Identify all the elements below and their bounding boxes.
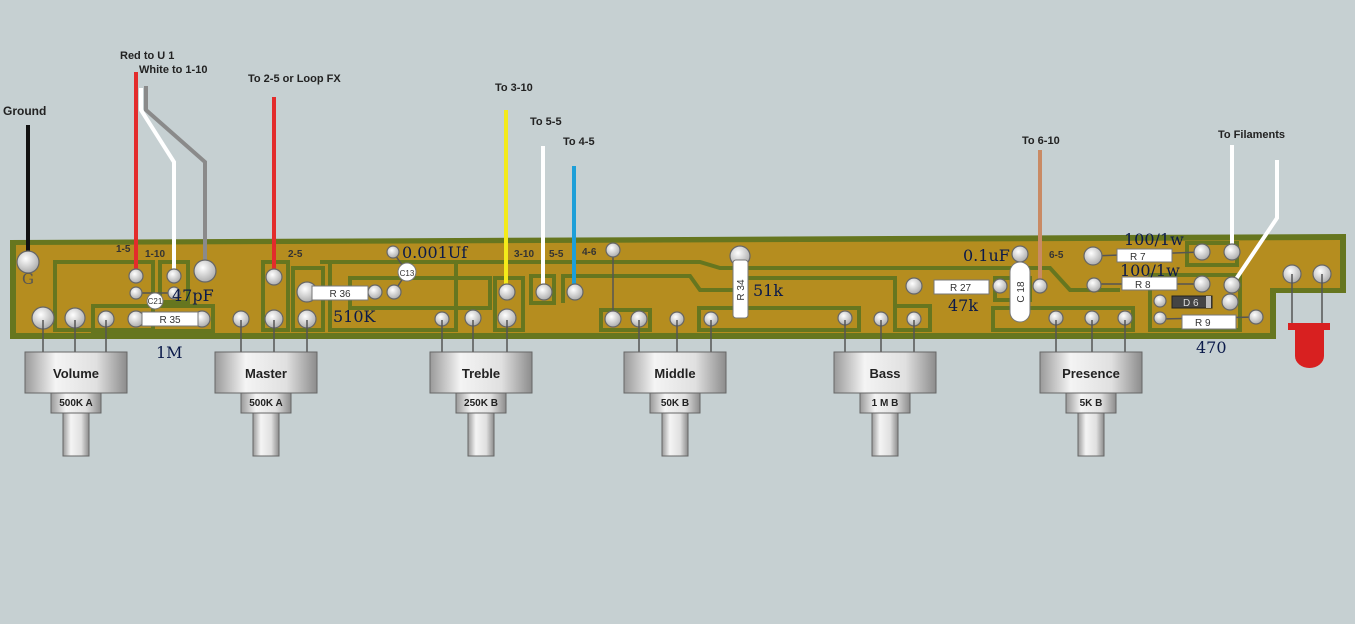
pot-treble[interactable]: Treble 250K B	[429, 320, 533, 457]
board-label-5-5: 5-5	[549, 249, 564, 260]
pot-shaft[interactable]	[1077, 411, 1105, 457]
value-c13: 0.001Uf	[402, 243, 468, 262]
pot-shaft[interactable]	[661, 411, 689, 457]
resistor-r34: R 34	[732, 259, 749, 319]
value-r35: 1M	[156, 343, 183, 362]
board-label-2-5: 2-5	[288, 249, 303, 260]
pot-value: 500K A	[59, 398, 93, 409]
svg-text:R 8: R 8	[1135, 280, 1151, 291]
label-to-2-5: To 2-5 or Loop FX	[248, 73, 341, 85]
pot-body	[623, 351, 727, 394]
pot-body	[1039, 351, 1143, 394]
board-label-3-10: 3-10	[514, 249, 534, 260]
components: R 35 R 36 R 34 R 27 R 7 R 8 R 9 D 6 C 18…	[141, 248, 1237, 330]
svg-text:R 27: R 27	[950, 283, 972, 294]
value-r7: 100/1w	[1124, 230, 1184, 249]
circuit-board	[10, 234, 1346, 339]
pot-middle[interactable]: Middle 50K B	[623, 320, 727, 457]
pot-shaft[interactable]	[467, 411, 495, 457]
pot-volume[interactable]: Volume 500K A	[24, 320, 128, 457]
label-to-4-5: To 4-5	[563, 136, 595, 148]
pot-value: 1 M B	[872, 398, 899, 409]
label-to-6-10: To 6-10	[1022, 135, 1060, 147]
pot-body	[429, 351, 533, 394]
board-label-1-10: 1-10	[145, 249, 165, 260]
pot-value: 250K B	[464, 398, 498, 409]
board-label-4-6: 4-6	[582, 247, 597, 258]
white-wire-filament-2	[1230, 160, 1279, 287]
value-r27: 47k	[948, 296, 978, 315]
pot-value: 50K B	[661, 398, 689, 409]
capacitor-c18: C 18	[1009, 261, 1031, 323]
svg-text:R 7: R 7	[1130, 252, 1146, 263]
pot-body	[833, 351, 937, 394]
label-to-5-5: To 5-5	[530, 116, 562, 128]
svg-text:C21: C21	[148, 297, 163, 306]
pot-name: Bass	[869, 366, 900, 381]
resistor-r7: R 7	[1116, 248, 1173, 263]
pot-presence[interactable]: Presence 5K B	[1039, 320, 1143, 457]
pads	[16, 242, 1332, 330]
resistor-r9: R 9	[1181, 314, 1237, 330]
pot-shaft[interactable]	[252, 411, 280, 457]
pot-name: Treble	[462, 366, 500, 381]
pot-value: 500K A	[249, 398, 283, 409]
board-label-g: G	[22, 270, 34, 288]
resistor-r36: R 36	[311, 285, 369, 301]
led	[1288, 274, 1330, 368]
pot-value: 5K B	[1080, 398, 1103, 409]
potentiometers: Volume 500K A Master 500K A Treble 250K B Midd…	[24, 320, 1143, 457]
pot-name: Master	[245, 366, 287, 381]
pot-bass[interactable]: Bass 1 M B	[833, 320, 937, 457]
resistor-r8: R 8	[1121, 276, 1178, 291]
pot-name: Volume	[53, 366, 99, 381]
board-label-1-5: 1-5	[116, 244, 131, 255]
value-r36: 510K	[333, 307, 377, 326]
gray-wire	[144, 86, 207, 270]
pot-name: Middle	[654, 366, 695, 381]
capacitor-c21: C21	[146, 292, 164, 310]
white-wire-1-10	[139, 88, 176, 276]
value-r9: 470	[1196, 338, 1227, 357]
label-ground: Ground	[3, 104, 46, 118]
diode-d6: D 6	[1171, 295, 1213, 309]
label-white-to-1-10: White to 1-10	[139, 64, 207, 76]
pot-master[interactable]: Master 500K A	[214, 320, 318, 457]
board-label-6-5: 6-5	[1049, 250, 1064, 261]
svg-text:R 36: R 36	[329, 289, 351, 300]
pot-body	[24, 351, 128, 394]
label-to-3-10: To 3-10	[495, 82, 533, 94]
svg-text:C13: C13	[400, 269, 415, 278]
svg-text:R 35: R 35	[159, 315, 181, 326]
label-red-to-u1: Red to U 1	[120, 50, 174, 62]
value-r34: 51k	[753, 281, 783, 300]
pot-shaft[interactable]	[62, 411, 90, 457]
svg-text:C 18: C 18	[1016, 281, 1027, 303]
value-r8: 100/1w	[1120, 261, 1180, 280]
pot-body	[214, 351, 318, 394]
pot-shaft[interactable]	[871, 411, 899, 457]
capacitor-c13: C13	[397, 262, 417, 282]
svg-text:R 34: R 34	[736, 279, 747, 301]
wires	[26, 72, 1279, 292]
value-c18: 0.1uF	[963, 246, 1010, 265]
value-c21: 47pF	[172, 286, 214, 305]
svg-text:R 9: R 9	[1195, 318, 1211, 329]
resistor-r35: R 35	[141, 311, 199, 327]
resistor-r27: R 27	[933, 279, 990, 295]
svg-text:D 6: D 6	[1183, 298, 1199, 309]
pot-name: Presence	[1062, 366, 1120, 381]
label-to-filaments: To Filaments	[1218, 129, 1285, 141]
